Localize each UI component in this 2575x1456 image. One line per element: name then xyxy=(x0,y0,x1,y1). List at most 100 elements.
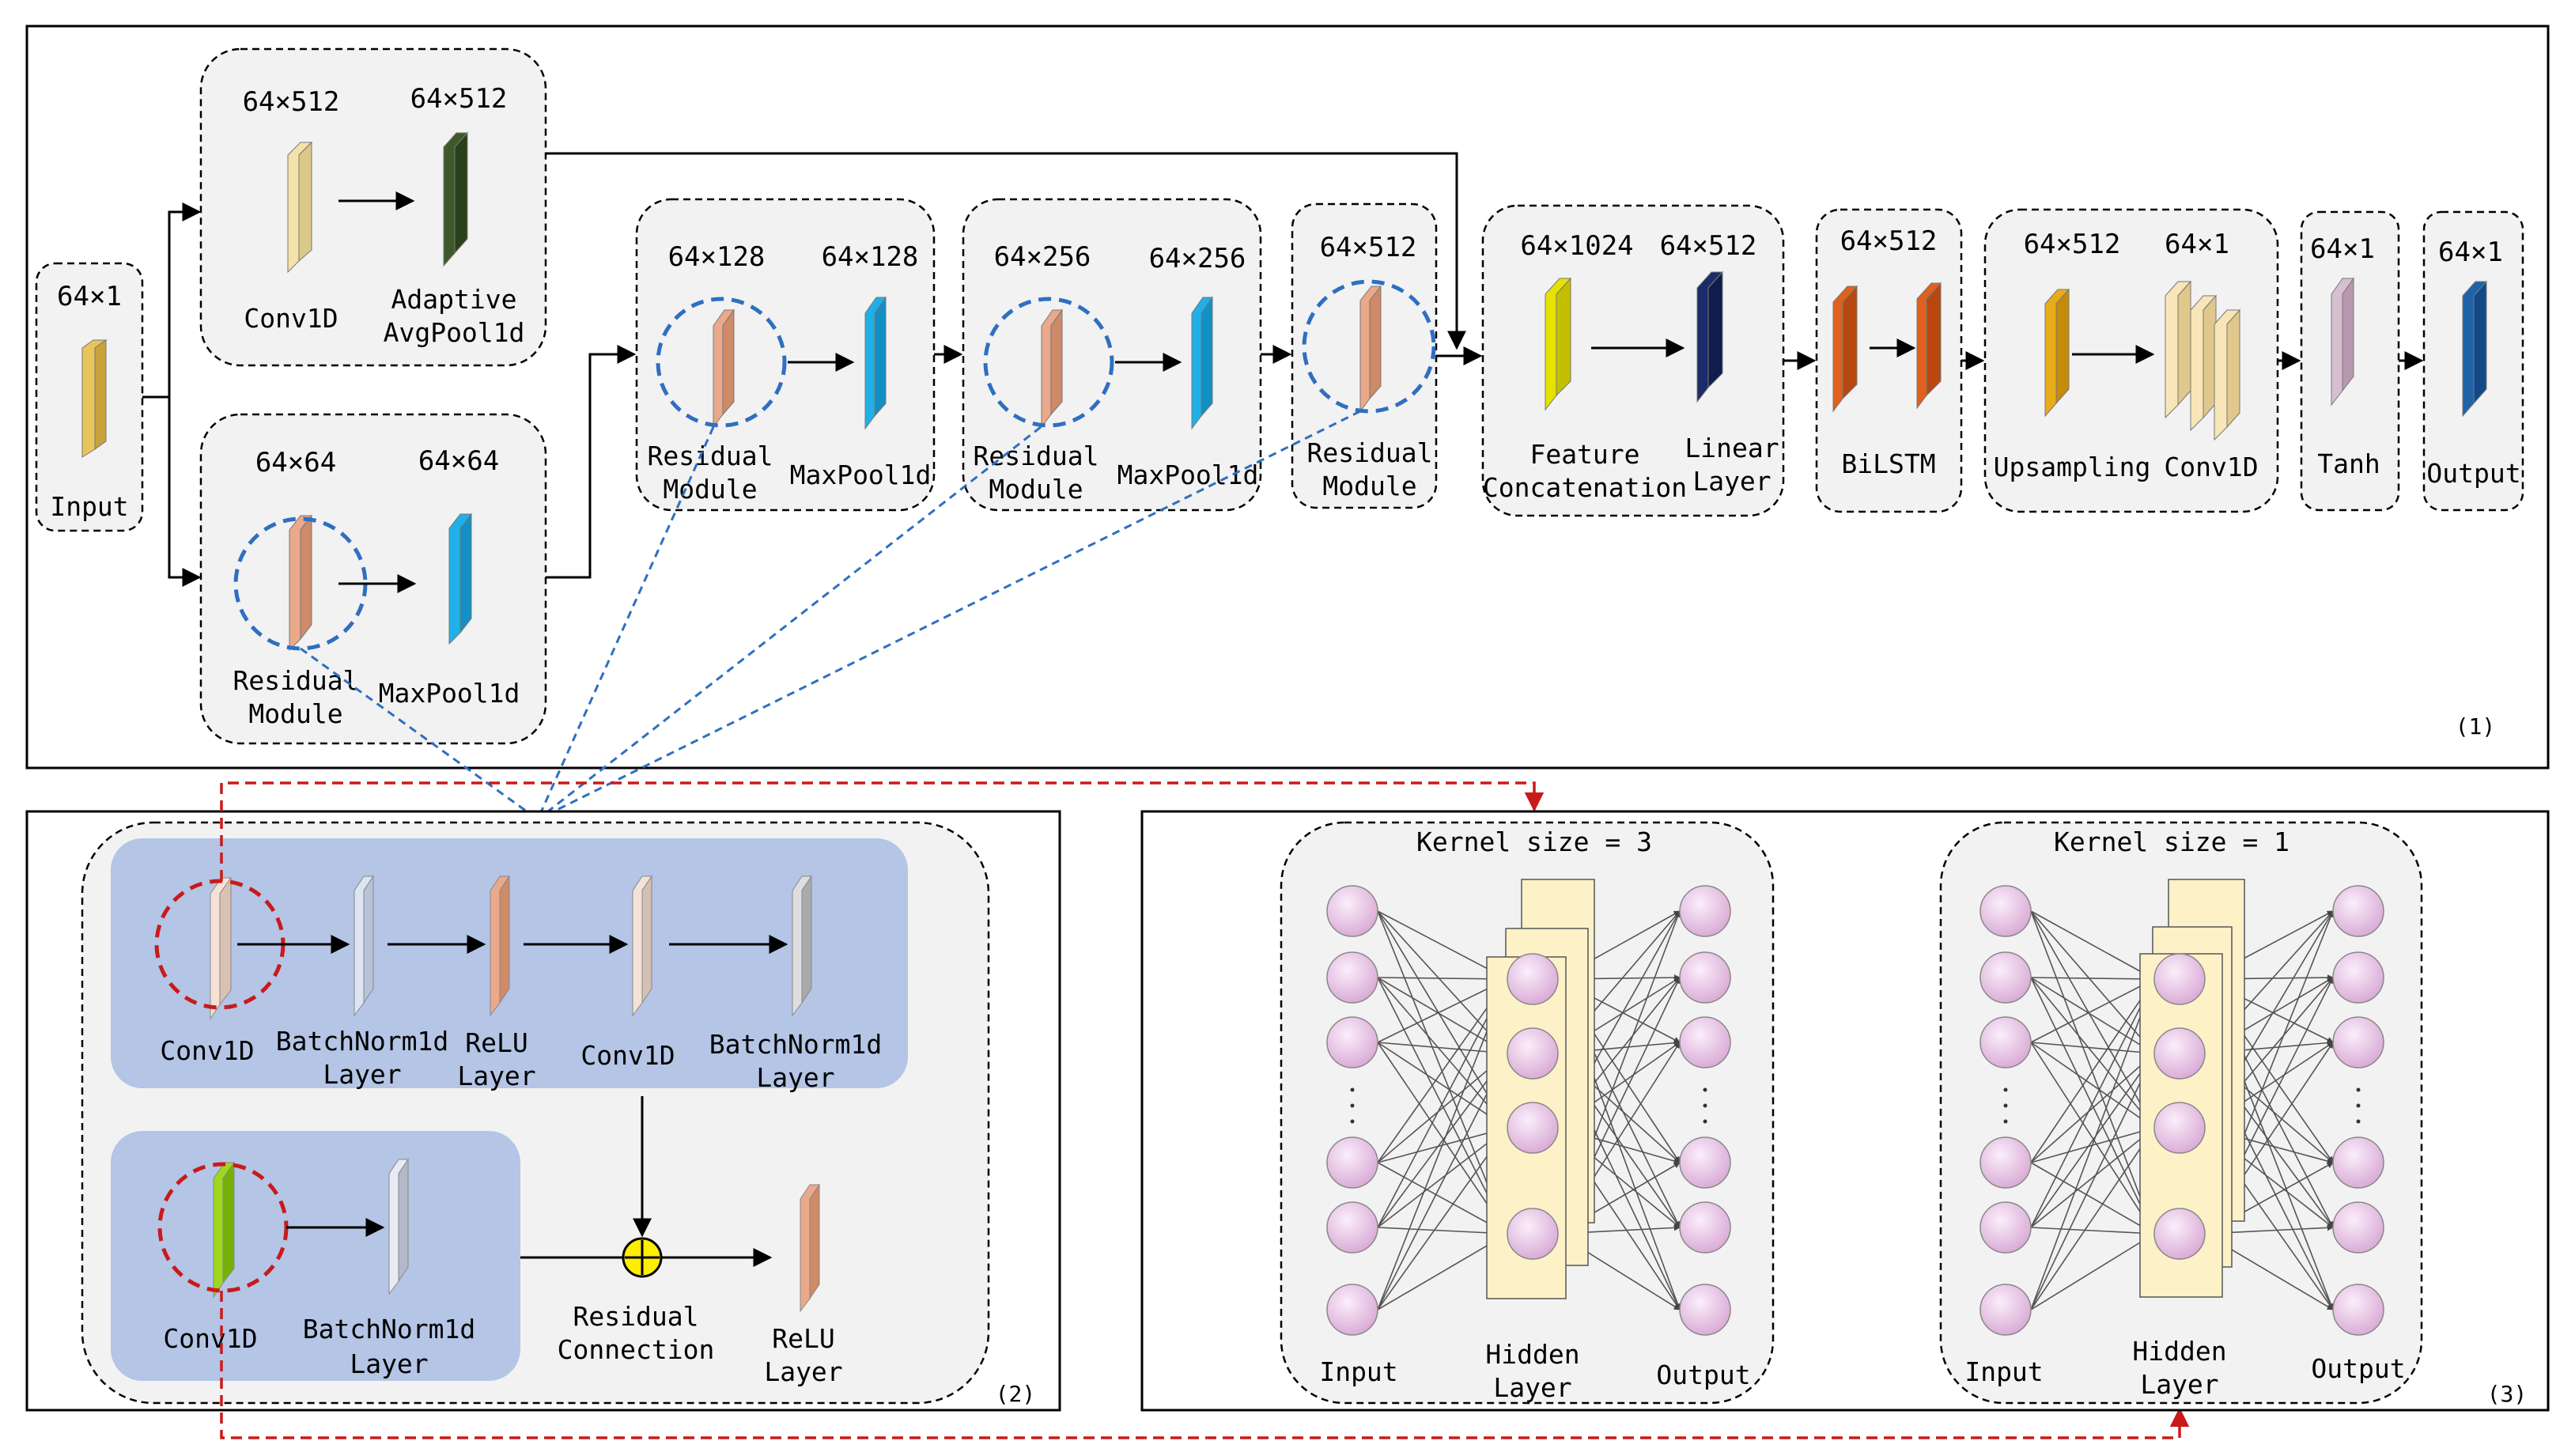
linear-dim: 64×512 xyxy=(1660,230,1757,262)
input-label: Input xyxy=(50,491,128,522)
avgpool-dim: 64×512 xyxy=(410,83,508,115)
residual-add-icon xyxy=(622,1237,663,1278)
input-neuron xyxy=(1979,885,2032,937)
ellipsis-dot xyxy=(1350,1119,1355,1124)
net-2-input-label: Input xyxy=(1964,1356,2043,1387)
p2-residual-label-1: Residual xyxy=(573,1301,699,1332)
net-1-input-label: Input xyxy=(1319,1356,1397,1387)
p2-bn1-label-2: Layer xyxy=(323,1059,401,1090)
ellipsis-dot xyxy=(2003,1103,2008,1108)
residual-3-label-2: Module xyxy=(989,474,1083,505)
net-2-hidden-label-2: Layer xyxy=(2140,1369,2218,1400)
input-neuron xyxy=(1979,1016,2032,1068)
residual-2-dim: 64×128 xyxy=(668,241,766,273)
red-connector xyxy=(220,781,2190,1439)
output-neuron xyxy=(1679,1284,1731,1336)
residual-1-label-2: Module xyxy=(248,698,342,729)
residual-1-dim: 64×64 xyxy=(255,447,336,478)
p2-conv1-label: Conv1D xyxy=(160,1035,254,1066)
net-1-output-label: Output xyxy=(1656,1360,1750,1390)
input-dim: 64×1 xyxy=(57,281,122,312)
ellipsis-dot xyxy=(1350,1087,1355,1092)
hidden-neuron xyxy=(1507,1208,1559,1260)
net-2-output-label: Output xyxy=(2311,1353,2405,1384)
output-neuron xyxy=(2332,951,2384,1004)
hidden-neuron xyxy=(2153,1208,2206,1260)
input-neuron xyxy=(1326,1284,1378,1336)
output-neuron xyxy=(1679,885,1731,937)
panel-1-text: 64×1 Input 64×512 64×512 Conv1D Adaptive… xyxy=(50,83,2520,739)
panel-1-arrows xyxy=(142,152,2424,593)
panel-1-layers xyxy=(81,131,2488,652)
bilstm-label: BiLSTM xyxy=(1841,448,1935,479)
ellipsis-dot xyxy=(2356,1119,2361,1124)
p2-relu-label-1: ReLU xyxy=(465,1027,527,1058)
panel-2-tag: (2) xyxy=(996,1381,1036,1407)
residual-2-label-1: Residual xyxy=(648,441,773,471)
p2-conv2-label: Conv1D xyxy=(580,1040,675,1071)
ellipsis-dot xyxy=(2356,1103,2361,1108)
ellipsis-dot xyxy=(2003,1119,2008,1124)
residual-3-dim: 64×256 xyxy=(994,241,1091,273)
linear-label-1: Linear xyxy=(1685,433,1779,463)
upsampling-label: Upsampling xyxy=(1994,452,2151,482)
hidden-neuron xyxy=(1507,1102,1559,1154)
output-neuron xyxy=(1679,1016,1731,1068)
residual-2-label-2: Module xyxy=(663,474,757,505)
panel-1-tag: (1) xyxy=(2456,713,2496,739)
p2-bn2-label-2: Layer xyxy=(756,1062,834,1093)
conv1d-out-label: Conv1D xyxy=(2164,452,2258,482)
ellipsis-dot xyxy=(1350,1103,1355,1108)
conv1d-out-dim: 64×1 xyxy=(2165,229,2229,260)
output-neuron xyxy=(2332,1016,2384,1068)
ellipsis-dot xyxy=(2356,1087,2361,1092)
panel-2-text: Conv1D BatchNorm1d Layer ReLU Layer Conv… xyxy=(160,1026,1035,1407)
output-neuron xyxy=(1679,1201,1731,1254)
hidden-neuron xyxy=(2153,1102,2206,1154)
input-neuron xyxy=(1979,1284,2032,1336)
maxpool-3-dim: 64×256 xyxy=(1149,243,1246,274)
linear-label-2: Layer xyxy=(1692,466,1771,497)
residual-3-label-1: Residual xyxy=(974,441,1099,471)
network-kernel-1 xyxy=(1979,879,2384,1336)
output-label: Output xyxy=(2426,458,2520,489)
avgpool-label-1: Adaptive xyxy=(391,284,517,315)
tanh-label: Tanh xyxy=(2317,448,2380,479)
output-neuron xyxy=(2332,1284,2384,1336)
panel-2-arrows xyxy=(237,935,788,1267)
p2-relu-label-2: Layer xyxy=(457,1061,535,1091)
upsampling-dim: 64×512 xyxy=(2024,229,2121,260)
output-neuron xyxy=(1679,1136,1731,1189)
p2-residual-label-2: Connection xyxy=(558,1334,715,1365)
bilstm-dim: 64×512 xyxy=(1840,225,1938,257)
hidden-neuron xyxy=(1507,1027,1559,1080)
maxpool-3-label: MaxPool1d xyxy=(1117,459,1259,490)
net-1-hidden-label-2: Layer xyxy=(1493,1372,1571,1403)
tanh-dim: 64×1 xyxy=(2310,233,2375,265)
p2-conv-bottom-label: Conv1D xyxy=(163,1323,257,1354)
avgpool-label-2: AvgPool1d xyxy=(384,317,525,348)
output-neuron xyxy=(2332,1201,2384,1254)
input-neuron xyxy=(1979,1201,2032,1254)
panel-3-text: Kernel size = 3 Input Hidden Layer Outpu… xyxy=(1319,826,2527,1407)
ellipsis-dot xyxy=(1703,1087,1707,1092)
net-1-title: Kernel size = 3 xyxy=(1416,826,1652,857)
net-1-hidden-label-1: Hidden xyxy=(1485,1339,1579,1370)
hidden-neuron xyxy=(2153,1027,2206,1080)
residual-4-label-1: Residual xyxy=(1307,437,1433,468)
concat-label-1: Feature xyxy=(1529,439,1639,470)
concat-label-2: Concatenation xyxy=(1483,472,1687,503)
output-neuron xyxy=(2332,885,2384,937)
net-2-title: Kernel size = 1 xyxy=(2054,826,2290,857)
panel-2-layers xyxy=(210,875,820,1313)
p2-bn2-label-1: BatchNorm1d xyxy=(709,1029,883,1060)
output-neuron xyxy=(1679,951,1731,1004)
input-neuron xyxy=(1326,951,1378,1004)
maxpool-2-dim: 64×128 xyxy=(822,241,919,273)
residual-4-dim: 64×512 xyxy=(1320,232,1417,263)
residual-1-label-1: Residual xyxy=(233,665,359,696)
panel-3-tag: (3) xyxy=(2487,1381,2528,1407)
output-dim: 64×1 xyxy=(2438,236,2503,268)
residual-4-label-2: Module xyxy=(1322,471,1416,501)
p2-relu-bottom-label-2: Layer xyxy=(764,1356,842,1387)
